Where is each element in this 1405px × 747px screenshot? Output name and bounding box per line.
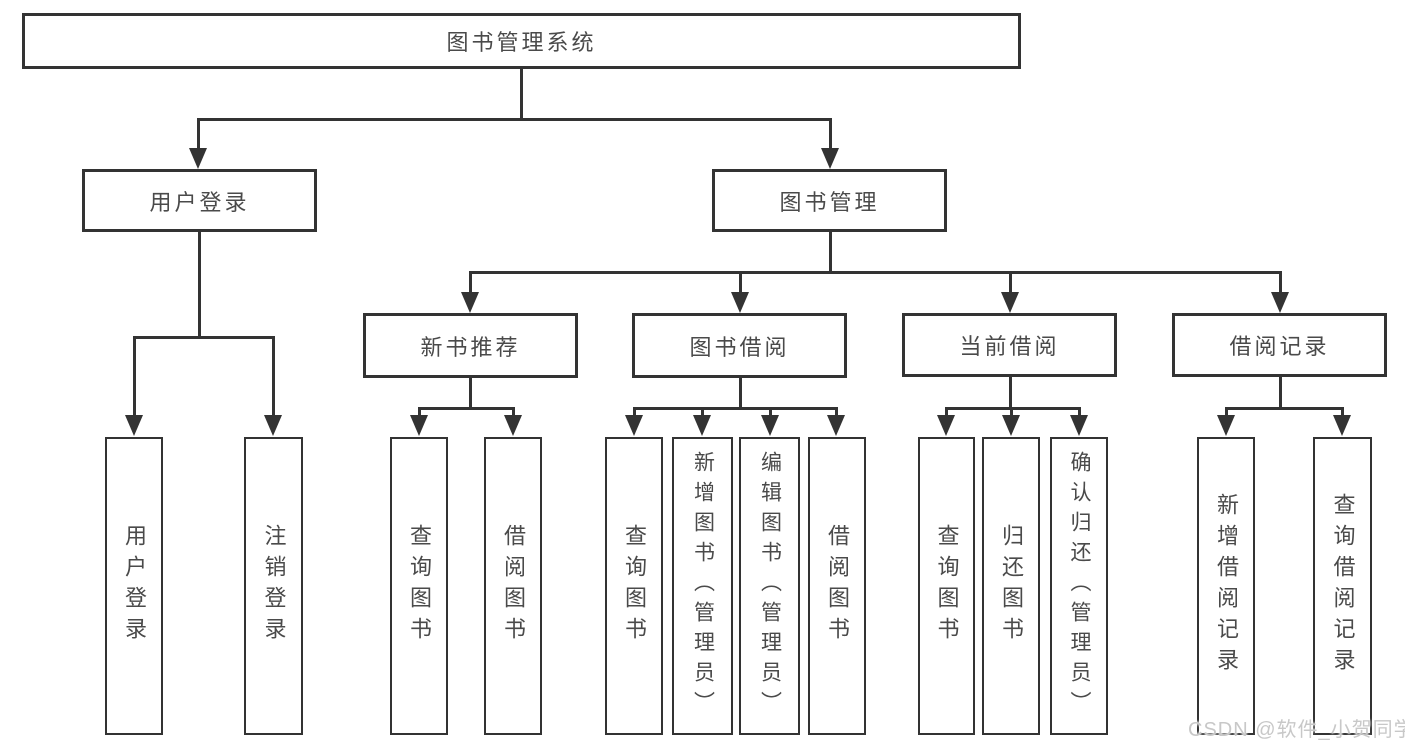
connector-bar-new-book-recommend xyxy=(417,407,515,410)
node-root: 图书管理系统 xyxy=(22,13,1021,69)
arrowhead-down-book-management-1 xyxy=(731,292,749,313)
connector-bar-current-borrowing xyxy=(944,407,1081,410)
arrowhead-down-current-borrowing-1 xyxy=(1002,415,1020,436)
connector-stub-book-borrowing xyxy=(738,377,742,410)
arrowhead-down-book-management-0 xyxy=(461,292,479,313)
node-label-leaf-return-books: 归还图书 xyxy=(999,524,1024,648)
node-label-leaf-add-borrow-record: 新增借阅记录 xyxy=(1214,493,1239,679)
connector-drop-borrowing-records-1 xyxy=(1340,407,1344,420)
connector-stub-borrowing-records xyxy=(1278,376,1282,410)
connector-bar-root xyxy=(196,118,832,121)
connector-bar-borrowing-records xyxy=(1224,407,1344,410)
arrowhead-down-book-borrowing-3 xyxy=(827,415,845,436)
connector-drop-book-management-1 xyxy=(738,271,742,297)
connector-drop-current-borrowing-0 xyxy=(944,407,948,420)
node-borrowing-records: 借阅记录 xyxy=(1172,313,1387,377)
node-label-user-login: 用户登录 xyxy=(149,189,250,215)
arrowhead-down-current-borrowing-2 xyxy=(1070,415,1088,436)
connector-stub-user-login xyxy=(197,232,201,339)
node-leaf-return-books: 归还图书 xyxy=(982,437,1040,735)
node-label-leaf-query-books-current: 查询图书 xyxy=(934,524,960,648)
connector-drop-new-book-recommend-1 xyxy=(511,407,515,420)
node-current-borrowing: 当前借阅 xyxy=(902,313,1117,377)
connector-drop-root-0 xyxy=(196,118,200,153)
node-label-leaf-borrow-books-recommend: 借阅图书 xyxy=(501,524,526,648)
connector-stub-new-book-recommend xyxy=(468,377,472,410)
node-leaf-borrow-books-recommend: 借阅图书 xyxy=(484,437,542,735)
connector-drop-book-management-0 xyxy=(468,271,472,297)
node-new-book-recommend: 新书推荐 xyxy=(363,313,578,378)
connector-drop-user-login-0 xyxy=(132,336,136,420)
connector-stub-book-management xyxy=(828,232,832,274)
connector-drop-current-borrowing-2 xyxy=(1077,407,1081,420)
connector-drop-book-management-3 xyxy=(1278,271,1282,297)
arrowhead-down-new-book-recommend-1 xyxy=(504,415,522,436)
arrowhead-down-root-0 xyxy=(189,148,207,169)
arrowhead-down-book-management-2 xyxy=(1001,292,1019,313)
connector-drop-root-1 xyxy=(828,118,832,153)
connector-bar-book-management xyxy=(468,271,1282,274)
node-leaf-query-books-current: 查询图书 xyxy=(918,437,975,735)
connector-drop-user-login-1 xyxy=(271,336,275,420)
arrowhead-down-root-1 xyxy=(821,148,839,169)
connector-drop-new-book-recommend-0 xyxy=(417,407,421,420)
connector-drop-current-borrowing-1 xyxy=(1009,407,1013,420)
node-label-root: 图书管理系统 xyxy=(446,30,597,55)
node-user-login: 用户登录 xyxy=(82,169,317,232)
connector-drop-book-borrowing-3 xyxy=(834,407,838,420)
arrowhead-down-borrowing-records-1 xyxy=(1333,415,1351,436)
node-leaf-query-books-borrowing: 查询图书 xyxy=(605,437,663,735)
node-label-leaf-query-books-recommend: 查询图书 xyxy=(407,524,432,648)
node-label-leaf-confirm-return-admin: 确认归还（管理员） xyxy=(1068,451,1091,721)
arrowhead-down-book-management-3 xyxy=(1271,292,1289,313)
connector-drop-book-borrowing-2 xyxy=(768,407,772,420)
node-leaf-user-login: 用户登录 xyxy=(105,437,163,735)
node-label-book-management: 图书管理 xyxy=(779,189,880,215)
connector-bar-book-borrowing xyxy=(632,407,838,410)
node-label-leaf-add-books-admin: 新增图书（管理员） xyxy=(691,451,715,721)
node-leaf-query-books-recommend: 查询图书 xyxy=(390,437,448,735)
csdn-watermark: CSDN @软件_小贺同学 xyxy=(1188,719,1405,741)
connector-drop-book-management-2 xyxy=(1008,271,1012,297)
node-label-new-book-recommend: 新书推荐 xyxy=(420,334,521,360)
arrowhead-down-current-borrowing-0 xyxy=(937,415,955,436)
node-label-leaf-borrow-books-borrowing: 借阅图书 xyxy=(825,524,850,648)
connector-stub-current-borrowing xyxy=(1008,376,1012,410)
connector-drop-book-borrowing-0 xyxy=(632,407,636,420)
arrowhead-down-user-login-0 xyxy=(125,415,143,436)
node-label-leaf-user-login: 用户登录 xyxy=(122,524,147,648)
node-book-management: 图书管理 xyxy=(712,169,947,232)
node-label-borrowing-records: 借阅记录 xyxy=(1229,334,1330,359)
node-label-current-borrowing: 当前借阅 xyxy=(959,334,1060,359)
arrowhead-down-new-book-recommend-0 xyxy=(410,415,428,436)
arrowhead-down-book-borrowing-2 xyxy=(761,415,779,436)
node-leaf-confirm-return-admin: 确认归还（管理员） xyxy=(1050,437,1108,735)
node-label-leaf-query-borrow-record: 查询借阅记录 xyxy=(1330,493,1356,679)
connector-drop-borrowing-records-0 xyxy=(1224,407,1228,420)
node-book-borrowing: 图书借阅 xyxy=(632,313,847,378)
node-leaf-borrow-books-borrowing: 借阅图书 xyxy=(808,437,866,735)
node-leaf-logout: 注销登录 xyxy=(244,437,303,735)
connector-stub-root xyxy=(519,69,523,121)
arrowhead-down-borrowing-records-0 xyxy=(1217,415,1235,436)
arrowhead-down-book-borrowing-1 xyxy=(693,415,711,436)
node-label-book-borrowing: 图书借阅 xyxy=(689,334,790,360)
node-leaf-add-borrow-record: 新增借阅记录 xyxy=(1197,437,1255,735)
connector-bar-user-login xyxy=(132,336,275,339)
node-label-leaf-edit-books-admin: 编辑图书（管理员） xyxy=(758,451,782,721)
node-label-leaf-logout: 注销登录 xyxy=(261,524,287,648)
arrowhead-down-user-login-1 xyxy=(264,415,282,436)
node-leaf-add-books-admin: 新增图书（管理员） xyxy=(672,437,733,735)
arrowhead-down-book-borrowing-0 xyxy=(625,415,643,436)
node-label-leaf-query-books-borrowing: 查询图书 xyxy=(622,524,647,648)
connector-drop-book-borrowing-1 xyxy=(700,407,704,420)
node-leaf-edit-books-admin: 编辑图书（管理员） xyxy=(739,437,800,735)
node-leaf-query-borrow-record: 查询借阅记录 xyxy=(1313,437,1372,735)
